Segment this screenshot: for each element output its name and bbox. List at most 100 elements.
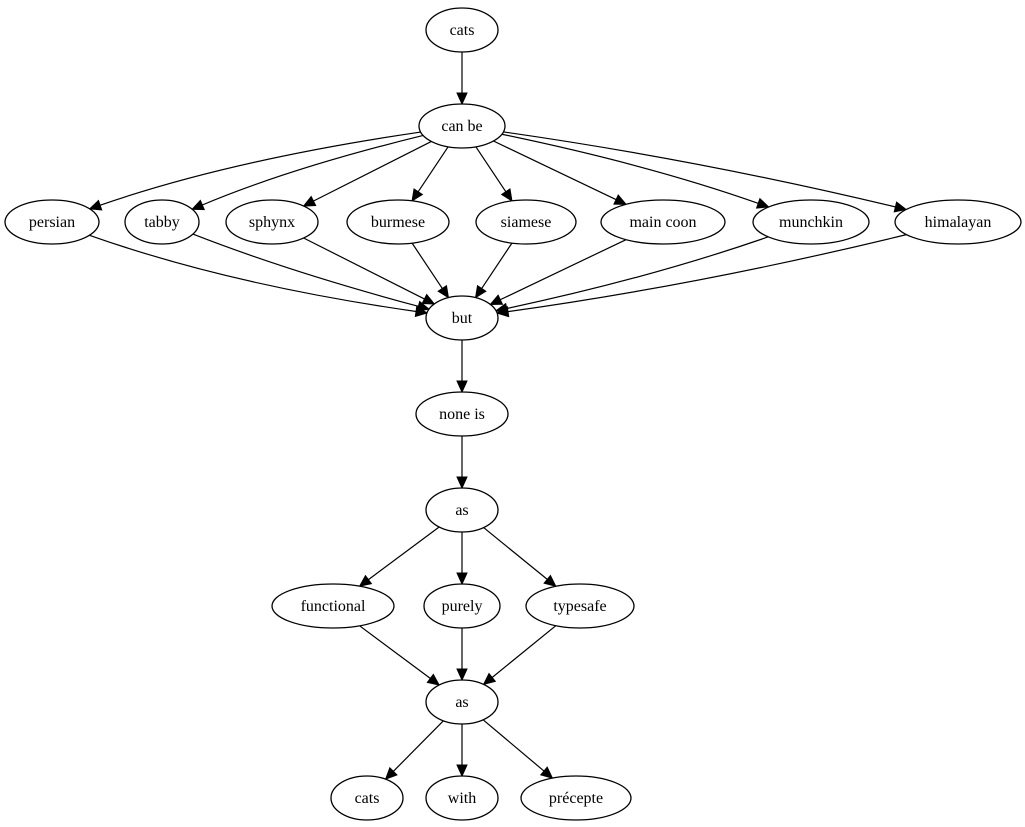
edge-line xyxy=(480,242,513,290)
node-as2: as xyxy=(425,679,499,725)
node-shape xyxy=(425,7,499,53)
arrowhead xyxy=(482,672,497,686)
edge-functional-to-as2 xyxy=(359,625,441,686)
arrowhead xyxy=(411,188,424,202)
node-label: cats xyxy=(355,790,380,807)
edge-canbe-to-persian xyxy=(88,131,421,211)
edge-line xyxy=(367,526,440,581)
node-shape xyxy=(425,295,499,341)
edge-maincoon-to-but xyxy=(489,239,627,305)
arrowhead xyxy=(613,194,628,205)
node-shape xyxy=(415,391,509,437)
node-label: purely xyxy=(442,598,483,615)
node-label: functional xyxy=(301,598,366,615)
arrowhead xyxy=(426,673,441,686)
arrowhead xyxy=(474,284,487,299)
node-label: persian xyxy=(29,214,75,231)
edge-munchkin-to-but xyxy=(494,236,769,315)
node-label: munchkin xyxy=(779,214,843,231)
arrowhead xyxy=(421,293,436,305)
edge-cats-top-to-canbe xyxy=(456,52,468,106)
edge-persian-to-but xyxy=(89,234,429,318)
node-shape xyxy=(423,583,501,629)
edge-line xyxy=(482,719,546,773)
edge-canbe-to-himalayan xyxy=(503,131,908,213)
edge-typesafe-to-as2 xyxy=(482,625,557,686)
edge-canbe-to-tabby xyxy=(191,134,424,211)
node-label: with xyxy=(448,790,476,807)
node-functional: functional xyxy=(271,583,395,629)
node-burmese: burmese xyxy=(346,199,450,245)
node-tabby: tabby xyxy=(124,199,200,245)
arrowhead xyxy=(543,574,557,588)
edge-line xyxy=(506,234,907,313)
node-with: with xyxy=(425,775,499,821)
node-shape xyxy=(525,583,635,629)
edge-line xyxy=(501,133,760,205)
arrowhead xyxy=(456,380,468,394)
edge-himalayan-to-but xyxy=(495,234,907,318)
node-as1: as xyxy=(425,487,499,533)
edge-line xyxy=(499,239,627,301)
edge-siamese-to-but xyxy=(474,242,513,299)
edge-tabby-to-but xyxy=(192,233,431,312)
node-purely: purely xyxy=(423,583,501,629)
arrowhead xyxy=(456,476,468,490)
arrowhead xyxy=(495,305,510,318)
node-shape xyxy=(520,775,632,821)
arrowhead xyxy=(88,199,103,211)
node-label: but xyxy=(452,310,473,327)
edge-purely-to-as2 xyxy=(456,628,468,682)
node-maincoon: main coon xyxy=(600,199,726,245)
edge-canbe-to-burmese xyxy=(411,146,449,202)
edge-line xyxy=(503,131,897,208)
node-typesafe: typesafe xyxy=(525,583,635,629)
arrowhead xyxy=(416,300,431,312)
edge-line xyxy=(417,146,449,193)
node-shape xyxy=(475,199,577,245)
node-label: tabby xyxy=(144,214,180,231)
edge-line xyxy=(359,625,432,680)
node-cats-top: cats xyxy=(425,7,499,53)
arrowhead xyxy=(456,572,468,586)
node-label: as xyxy=(455,694,468,711)
edge-as2-to-precepte xyxy=(482,719,554,779)
edge-line xyxy=(98,131,421,207)
node-label: précepte xyxy=(549,790,603,807)
arrowhead xyxy=(456,668,468,682)
edge-noneis-to-as1 xyxy=(456,436,468,490)
edge-sphynx-to-but xyxy=(303,237,436,305)
edge-line xyxy=(475,146,507,193)
edges-layer xyxy=(88,52,908,781)
edge-line xyxy=(392,720,444,773)
arrowhead xyxy=(437,284,450,299)
arrowhead xyxy=(191,199,206,211)
node-noneis: none is xyxy=(415,391,509,437)
edge-line xyxy=(493,140,618,201)
node-label: burmese xyxy=(371,214,425,231)
arrowhead xyxy=(755,197,770,209)
edge-line xyxy=(411,242,444,290)
node-label: typesafe xyxy=(553,598,606,615)
node-label: sphynx xyxy=(249,214,295,231)
node-shape xyxy=(124,199,200,245)
edge-as2-to-cats-bottom xyxy=(384,720,444,781)
edge-canbe-to-siamese xyxy=(475,146,513,202)
edge-but-to-noneis xyxy=(456,340,468,394)
node-label: siamese xyxy=(501,214,552,231)
edge-line xyxy=(483,527,549,581)
node-canbe: can be xyxy=(418,103,506,149)
arrowhead xyxy=(358,574,373,587)
node-sphynx: sphynx xyxy=(225,199,319,245)
node-label: as xyxy=(455,502,468,519)
edge-as2-to-with xyxy=(456,724,468,778)
node-shape xyxy=(425,487,499,533)
node-siamese: siamese xyxy=(475,199,577,245)
edge-canbe-to-sphynx xyxy=(302,140,432,207)
node-shape xyxy=(752,199,870,245)
edge-as1-to-functional xyxy=(358,526,440,587)
node-shape xyxy=(346,199,450,245)
edge-line xyxy=(192,233,420,308)
node-munchkin: munchkin xyxy=(752,199,870,245)
